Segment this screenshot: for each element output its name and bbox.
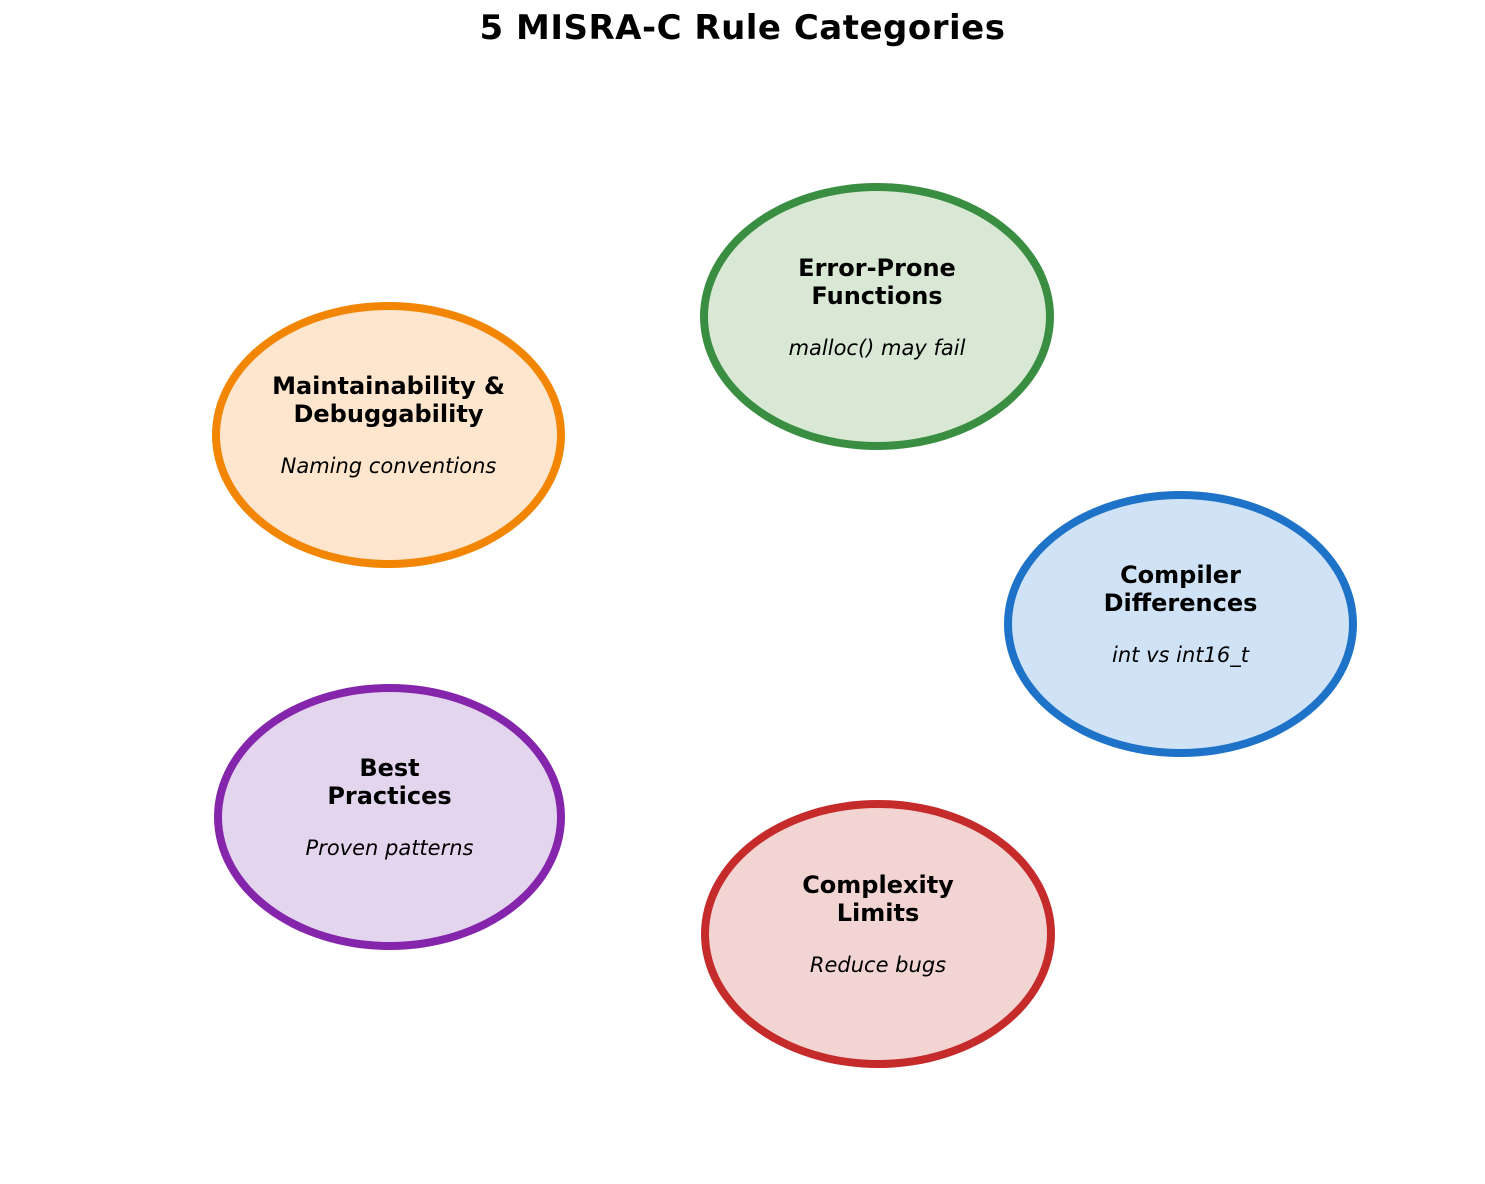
- node-title-line2: Functions: [811, 281, 943, 310]
- node-content: Maintainability & Debuggability Naming c…: [272, 372, 505, 478]
- node-title-line2: Differences: [1103, 589, 1258, 617]
- node-title-line2: Debuggability: [293, 400, 484, 428]
- node-title-line2: Limits: [836, 899, 920, 927]
- node-title-line1: Maintainability &: [272, 372, 505, 400]
- node-content: Compiler Differences int vs int16_t: [1104, 561, 1258, 667]
- node-title-line2: Practices: [327, 782, 452, 810]
- node-title: Best Practices: [327, 754, 451, 810]
- node-subtitle: Reduce bugs: [809, 953, 947, 977]
- node-title: Complexity Limits: [802, 871, 954, 927]
- node-subtitle: Proven patterns: [305, 836, 474, 860]
- category-node-error-prone-functions: Error-Prone Functions malloc() may fail: [700, 183, 1054, 450]
- category-node-maintainability-debuggability: Maintainability & Debuggability Naming c…: [212, 302, 565, 568]
- node-content: Error-Prone Functions malloc() may fail: [789, 254, 966, 360]
- node-title: Compiler Differences: [1104, 561, 1258, 617]
- node-title-line1: Error-Prone: [798, 253, 956, 282]
- node-content: Best Practices Proven patterns: [306, 754, 474, 860]
- category-node-best-practices: Best Practices Proven patterns: [214, 684, 565, 950]
- node-content: Complexity Limits Reduce bugs: [802, 871, 954, 977]
- node-title-line1: Best: [359, 754, 420, 782]
- category-node-complexity-limits: Complexity Limits Reduce bugs: [701, 800, 1055, 1068]
- node-subtitle: Naming conventions: [280, 454, 497, 478]
- node-title: Maintainability & Debuggability: [272, 372, 505, 428]
- node-title-line1: Complexity: [802, 871, 954, 899]
- node-subtitle: int vs int16_t: [1112, 643, 1249, 667]
- node-subtitle: malloc() may fail: [788, 335, 966, 360]
- node-title: Error-Prone Functions: [798, 254, 956, 310]
- node-title-line1: Compiler: [1120, 561, 1241, 589]
- category-node-compiler-differences: Compiler Differences int vs int16_t: [1004, 491, 1357, 757]
- diagram-title: 5 MISRA-C Rule Categories: [479, 8, 1006, 48]
